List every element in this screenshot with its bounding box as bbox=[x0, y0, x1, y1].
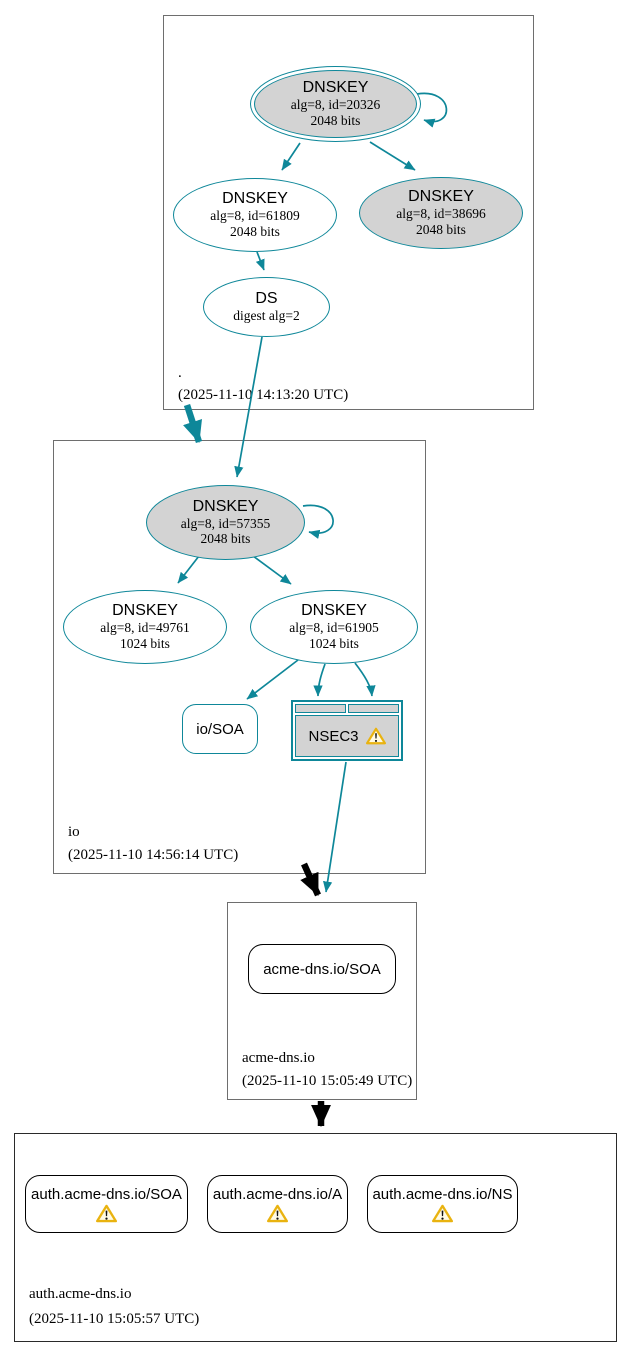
node-auth-acme-dns-io-ns[interactable]: auth.acme-dns.io/NS bbox=[367, 1175, 518, 1233]
node-alg: alg=8, id=61905 bbox=[289, 620, 379, 636]
node-io-soa[interactable]: io/SOA bbox=[182, 704, 258, 754]
node-title: DS bbox=[255, 290, 278, 308]
nsec3-header-row bbox=[295, 704, 399, 713]
node-title: DNSKEY bbox=[222, 190, 288, 208]
zone-box-root: . (2025-11-10 14:13:20 UTC) bbox=[163, 15, 534, 410]
zone-timestamp-acme-dns-io: (2025-11-10 15:05:49 UTC) bbox=[242, 1073, 413, 1089]
rrset-label: auth.acme-dns.io/A bbox=[212, 1185, 343, 1203]
node-bits: 2048 bits bbox=[310, 112, 361, 128]
node-alg: alg=8, id=20326 bbox=[290, 97, 381, 113]
warning-icon bbox=[267, 1204, 288, 1222]
nsec3-header-cell-1 bbox=[295, 704, 346, 713]
node-io-dnskey-61905[interactable]: DNSKEY alg=8, id=61905 1024 bits bbox=[250, 590, 418, 664]
zone-timestamp-io: (2025-11-10 14:56:14 UTC) bbox=[68, 847, 239, 863]
node-alg: alg=8, id=57355 bbox=[180, 515, 271, 531]
node-auth-acme-dns-io-a[interactable]: auth.acme-dns.io/A bbox=[207, 1175, 348, 1233]
node-acme-dns-io-soa[interactable]: acme-dns.io/SOA bbox=[248, 944, 396, 994]
nsec3-header-cell-2 bbox=[348, 704, 399, 713]
delegation-arrow-root-to-io bbox=[183, 403, 203, 444]
node-alg: alg=8, id=49761 bbox=[100, 620, 190, 636]
zone-box-acme-dns-io: acme-dns.io (2025-11-10 15:05:49 UTC) bbox=[227, 902, 417, 1100]
nsec3-label: NSEC3 bbox=[308, 727, 359, 745]
node-bits: 1024 bits bbox=[120, 635, 170, 651]
zone-timestamp-auth-acme-dns-io: (2025-11-10 15:05:57 UTC) bbox=[29, 1311, 200, 1327]
node-bits: 2048 bits bbox=[230, 223, 280, 239]
zone-timestamp-root: (2025-11-10 14:13:20 UTC) bbox=[178, 387, 349, 403]
zone-name-auth-acme-dns-io: auth.acme-dns.io bbox=[29, 1286, 132, 1302]
zone-name-io: io bbox=[68, 824, 80, 840]
node-io-ksk-dnskey[interactable]: DNSKEY alg=8, id=57355 2048 bits bbox=[146, 485, 305, 560]
node-bits: 2048 bits bbox=[416, 221, 466, 237]
node-io-nsec3[interactable]: NSEC3 bbox=[291, 700, 403, 761]
zone-box-auth-acme-dns-io: auth.acme-dns.io (2025-11-10 15:05:57 UT… bbox=[14, 1133, 617, 1342]
rrset-label: auth.acme-dns.io/SOA bbox=[31, 1185, 182, 1203]
zone-name-acme-dns-io: acme-dns.io bbox=[242, 1050, 315, 1066]
rrset-label: io/SOA bbox=[196, 720, 244, 738]
node-root-ksk-dnskey[interactable]: DNSKEY alg=8, id=20326 2048 bits bbox=[250, 66, 421, 142]
warning-icon bbox=[96, 1204, 117, 1222]
node-title: DNSKEY bbox=[192, 497, 259, 515]
node-root-dnskey-38696[interactable]: DNSKEY alg=8, id=38696 2048 bits bbox=[359, 177, 523, 249]
node-alg: alg=8, id=38696 bbox=[396, 206, 486, 222]
warning-icon bbox=[432, 1204, 453, 1222]
node-bits: 2048 bits bbox=[200, 531, 251, 547]
node-title: DNSKEY bbox=[112, 602, 178, 620]
node-title: DNSKEY bbox=[408, 188, 474, 206]
node-alg: digest alg=2 bbox=[233, 307, 300, 323]
zone-name-root: . bbox=[178, 365, 182, 381]
nsec3-body: NSEC3 bbox=[295, 715, 399, 757]
rrset-label: auth.acme-dns.io/NS bbox=[372, 1185, 513, 1203]
node-root-zsk-dnskey[interactable]: DNSKEY alg=8, id=61809 2048 bits bbox=[173, 178, 337, 252]
rrset-label: acme-dns.io/SOA bbox=[263, 960, 381, 978]
node-alg: alg=8, id=61809 bbox=[210, 208, 300, 224]
node-title: DNSKEY bbox=[301, 602, 367, 620]
node-title: DNSKEY bbox=[302, 79, 369, 97]
node-auth-acme-dns-io-soa[interactable]: auth.acme-dns.io/SOA bbox=[25, 1175, 188, 1233]
node-io-dnskey-49761[interactable]: DNSKEY alg=8, id=49761 1024 bits bbox=[63, 590, 227, 664]
node-bits: 1024 bits bbox=[309, 635, 359, 651]
warning-icon bbox=[365, 727, 386, 745]
node-root-ds[interactable]: DS digest alg=2 bbox=[203, 277, 330, 337]
ksk-inner-ring bbox=[254, 70, 417, 138]
